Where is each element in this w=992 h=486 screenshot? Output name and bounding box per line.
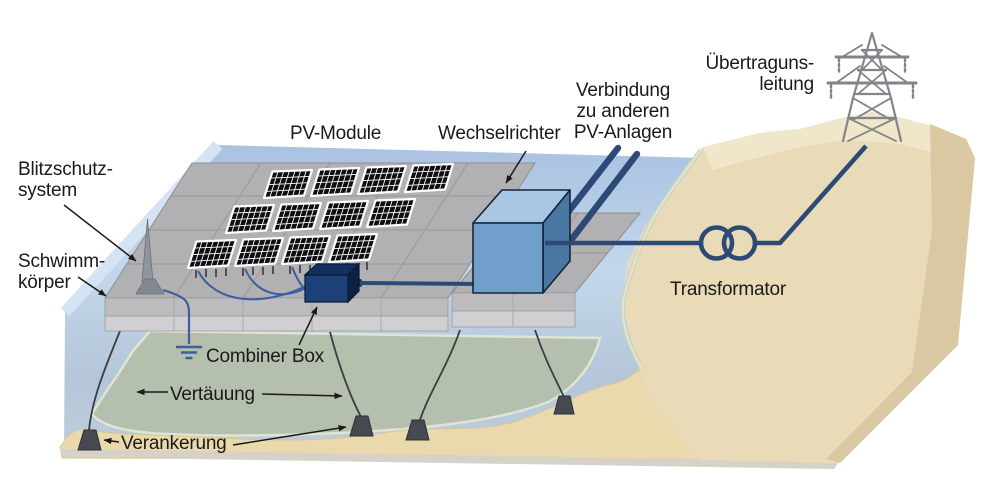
- anchor: [405, 419, 430, 441]
- arrow-combiner-box: [298, 306, 318, 346]
- anchor: [553, 395, 575, 415]
- transmission-cable: [755, 144, 868, 246]
- mooring-line: [419, 329, 461, 421]
- inverter-front: [472, 222, 544, 294]
- ground-wire: [162, 288, 191, 344]
- anchor: [349, 415, 374, 437]
- mooring-line: [329, 331, 362, 418]
- pv-panel: [365, 197, 417, 229]
- pv-link-line: [564, 150, 641, 248]
- mooring-line: [534, 329, 565, 398]
- mooring-line: [88, 330, 121, 431]
- arrow-blitzschutz: [63, 204, 137, 262]
- sand-strip: [59, 337, 701, 461]
- pv-panel: [403, 162, 455, 194]
- transmission-tower-icon: [826, 31, 918, 143]
- lightning-protection: [135, 218, 202, 360]
- transformer-icon: [698, 225, 735, 261]
- scene-bottom-edge: [60, 449, 838, 469]
- pv-panel: [262, 168, 314, 200]
- pv-panel: [224, 203, 276, 235]
- mooring-system: [77, 329, 575, 451]
- arrow-verankerung-left: [103, 437, 120, 445]
- combiner-box-front: [304, 274, 349, 303]
- arrow-verankerung-right: [232, 425, 347, 446]
- lightning-rod-base: [135, 278, 165, 295]
- pv-cable: [244, 268, 307, 296]
- platform-front-lower: [104, 315, 449, 332]
- pv-panel: [356, 164, 408, 196]
- shoreline-fringe-inner: [621, 149, 702, 369]
- anchor: [77, 429, 102, 451]
- pv-panel: [280, 234, 332, 266]
- label-wechselrichter: Wechselrichter: [438, 123, 561, 144]
- dc-cable-to-inverter: [359, 281, 479, 286]
- label-uebertragungsleitung: Übertraguns- leitung: [705, 53, 815, 95]
- label-schwimmkoerper: Schwimm- körper: [18, 251, 106, 293]
- pv-panel: [271, 201, 323, 233]
- inverter-box: [472, 189, 571, 294]
- land-mass: [622, 112, 975, 463]
- grid-connection: [545, 144, 868, 261]
- pv-panel: [233, 236, 285, 268]
- shore-land: [620, 112, 975, 463]
- ground-symbol-icon: [176, 345, 202, 360]
- label-blitzschutzsystem: Blitzschutz- system: [18, 159, 113, 201]
- label-transformator: Transformator: [670, 279, 787, 300]
- platform-front-seams: [173, 298, 382, 331]
- pv-panel: [186, 238, 238, 270]
- label-verankerung: Verankerung: [121, 433, 227, 454]
- arrow-wechselrichter: [505, 150, 527, 184]
- pv-panel: [318, 199, 370, 231]
- pv-cable: [197, 270, 307, 301]
- combiner-box: [303, 262, 362, 304]
- arrow-vertaeuung-right: [261, 392, 343, 400]
- land-side-face: [826, 124, 975, 463]
- label-pv-module: PV-Module: [290, 123, 382, 144]
- platform-front-upper: [104, 297, 449, 317]
- land-ridge-highlight: [703, 112, 966, 170]
- pv-panel: [327, 232, 379, 264]
- annotation-arrows: [63, 150, 527, 446]
- arrow-schwimmkoerper: [77, 276, 107, 297]
- label-vertaeuung: Vertäuung: [170, 384, 255, 405]
- pv-panel: [309, 166, 361, 198]
- label-verbindung-pv-anlagen: Verbindung zu anderen PV-Anlagen: [573, 80, 673, 143]
- label-combiner-box: Combiner Box: [206, 346, 324, 367]
